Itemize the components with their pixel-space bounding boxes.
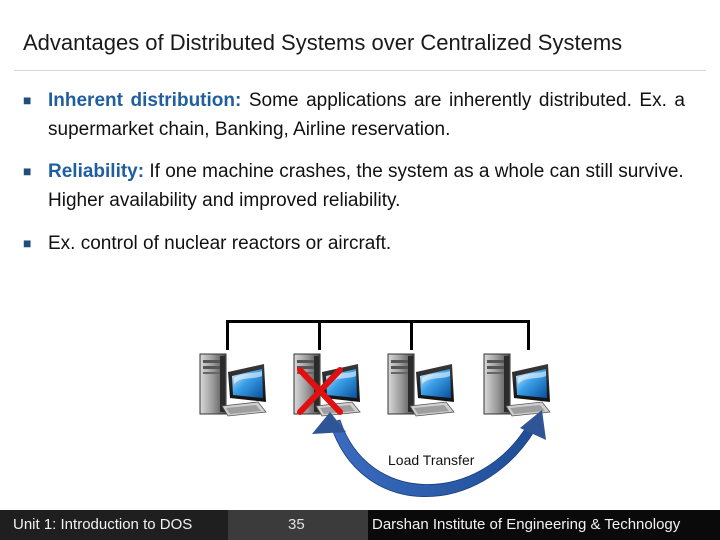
load-transfer-arrow-icon — [312, 410, 546, 497]
title-divider — [14, 70, 706, 71]
bullet-text: Ex. control of nuclear reactors or aircr… — [48, 229, 685, 258]
bullet-body: Ex. control of nuclear reactors or aircr… — [48, 233, 392, 254]
footer-institute-name: Darshan Institute of Engineering & Techn… — [372, 516, 681, 533]
bullet-reliability: ■ Reliability: If one machine crashes, t… — [23, 157, 685, 215]
footer-right-panel — [368, 510, 720, 540]
footer-unit-title: Unit 1: Introduction to DOS — [13, 516, 193, 533]
computer-node-icon — [199, 353, 267, 417]
bullet-body: Some applications are inherently distrib… — [48, 90, 686, 140]
bullet-keyword: Inherent distribution: — [48, 90, 242, 111]
network-bus-line — [226, 320, 530, 323]
bullet-text: Inherent distribution: Some applications… — [48, 86, 685, 144]
network-drop-line — [410, 320, 413, 350]
footer-left-panel — [0, 510, 228, 540]
slide-footer: Unit 1: Introduction to DOS 35 Darshan I… — [0, 510, 720, 540]
network-drop-line — [226, 320, 229, 350]
slide-title: Advantages of Distributed Systems over C… — [23, 30, 623, 55]
bullet-text: Reliability: If one machine crashes, the… — [48, 157, 685, 215]
bullet-inherent-distribution: ■ Inherent distribution: Some applicatio… — [23, 86, 685, 144]
footer-middle-panel — [228, 510, 368, 540]
bullet-example: ■ Ex. control of nuclear reactors or air… — [23, 229, 685, 258]
computer-node-icon — [483, 353, 551, 417]
distributed-network-diagram — [199, 320, 551, 497]
bullet-body: If one machine crashes, the system as a … — [48, 161, 684, 211]
crash-x-icon — [297, 367, 343, 415]
square-bullet-icon: ■ — [23, 92, 32, 108]
load-transfer-label: Load Transfer — [388, 452, 475, 468]
bullet-keyword: Reliability: — [48, 161, 145, 182]
network-drop-line — [318, 320, 321, 350]
square-bullet-icon: ■ — [23, 235, 32, 251]
network-drop-line — [527, 320, 530, 350]
computer-node-icon — [387, 353, 455, 417]
footer-page-number: 35 — [288, 516, 305, 533]
square-bullet-icon: ■ — [23, 163, 32, 179]
